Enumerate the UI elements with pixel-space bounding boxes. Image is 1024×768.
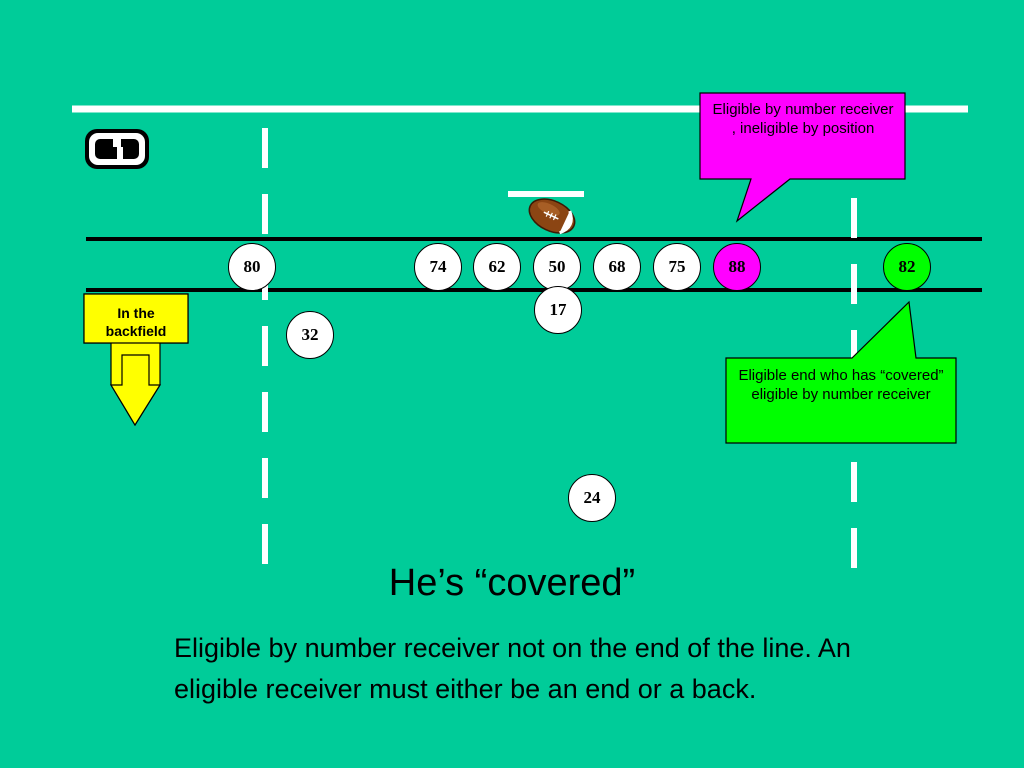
player-80: 80 xyxy=(228,243,276,291)
callout-covered-end-text: Eligible end who has “covered” eligible … xyxy=(738,367,944,403)
player-74: 74 xyxy=(414,243,462,291)
player-32: 32 xyxy=(286,311,334,359)
callout-covered-end xyxy=(725,300,957,444)
slide-body-text: Eligible by number receiver not on the e… xyxy=(174,633,851,704)
player-24: 24 xyxy=(568,474,616,522)
player-62: 62 xyxy=(473,243,521,291)
team-logo-icon xyxy=(85,129,149,169)
callout-ineligible-position-text: Eligible by number receiver , ineligible… xyxy=(712,101,894,137)
callout-ineligible-position xyxy=(699,92,906,223)
player-88: 88 xyxy=(713,243,761,291)
player-17: 17 xyxy=(534,286,582,334)
slide-title: He’s “covered” xyxy=(388,562,636,604)
backfield-label: In the backfield xyxy=(105,305,167,339)
player-50: 50 xyxy=(533,243,581,291)
player-68: 68 xyxy=(593,243,641,291)
football-icon xyxy=(528,198,576,235)
player-75: 75 xyxy=(653,243,701,291)
player-82: 82 xyxy=(883,243,931,291)
